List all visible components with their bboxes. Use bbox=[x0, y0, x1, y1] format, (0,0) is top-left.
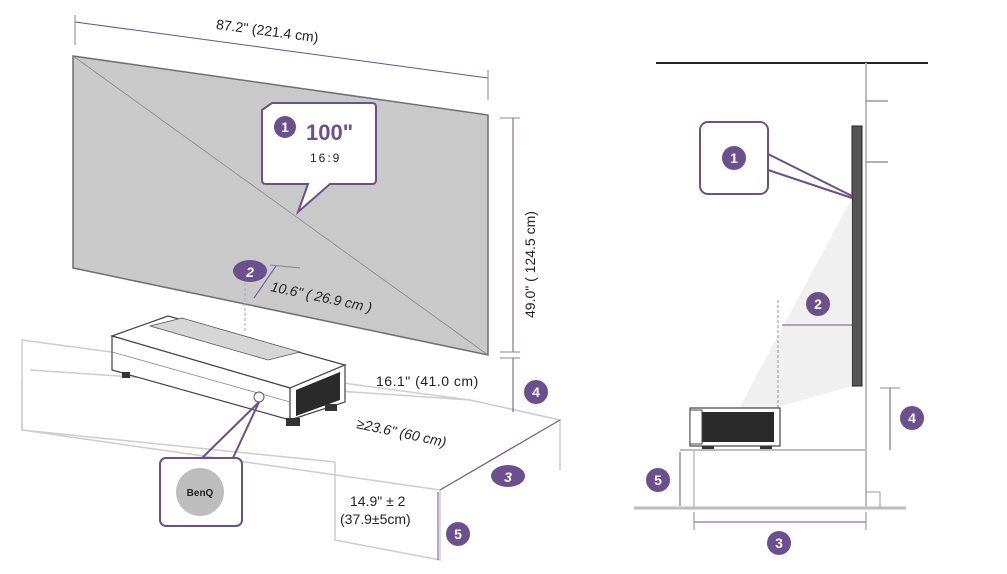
badge-2-left bbox=[233, 260, 267, 282]
depth-dimension: ≥23.6" (60 cm) 3 bbox=[355, 415, 561, 491]
height-dimension-label: 49.0" ( 124.5 cm) bbox=[522, 211, 538, 318]
badge-2-right-number: 2 bbox=[814, 296, 822, 312]
badge-1-left bbox=[274, 116, 296, 138]
badge-1-right bbox=[722, 146, 746, 170]
badge-4-right-number: 4 bbox=[908, 410, 916, 426]
brand-logo-text: BenQ bbox=[187, 488, 214, 499]
right-side-view: 1 2 4 5 3 bbox=[634, 62, 928, 555]
depth-dimension-label: ≥23.6" (60 cm) bbox=[355, 415, 448, 450]
badge-2-left-number: 2 bbox=[245, 264, 254, 280]
clearance-dimension: 16.1" (41.0 cm) 4 bbox=[376, 357, 548, 412]
badge-5-right bbox=[646, 468, 670, 492]
screen bbox=[72, 55, 489, 356]
floor-height-label-line2: (37.9±5cm) bbox=[340, 511, 411, 527]
aspect-ratio-label: 16:9 bbox=[310, 151, 341, 165]
badge-1-right-number: 1 bbox=[730, 150, 738, 166]
screen-size-callout: 1 100" 16:9 bbox=[261, 102, 377, 216]
badge-3-right-number: 3 bbox=[775, 535, 783, 551]
width-dimension-label: 87.2" (221.4 cm) bbox=[215, 16, 319, 45]
badge-5-left bbox=[446, 522, 470, 546]
badge-5-left-number: 5 bbox=[454, 526, 462, 542]
brand-logo bbox=[176, 468, 224, 516]
badge-3-left-number: 3 bbox=[504, 469, 512, 485]
badge-4-left-number: 4 bbox=[532, 384, 540, 400]
screen-size-label: 100" bbox=[306, 120, 353, 145]
badge-5-right-number: 5 bbox=[654, 472, 662, 488]
height-dimension: 49.0" ( 124.5 cm) bbox=[500, 117, 538, 353]
badge-1-left-number: 1 bbox=[281, 119, 289, 135]
badge-2-right bbox=[806, 292, 830, 316]
floor-height-label-line1: 14.9" ± 2 bbox=[350, 493, 406, 509]
projection-light bbox=[738, 198, 852, 412]
badge-3-left bbox=[491, 465, 525, 487]
projector bbox=[110, 315, 347, 426]
logo-zoom-callout: BenQ bbox=[159, 401, 260, 527]
badge-4-right bbox=[900, 406, 924, 430]
floor-height-dimension: 14.9" ± 2 (37.9±5cm) 5 bbox=[340, 492, 470, 560]
left-illustration: 87.2" (221.4 cm) 49.0" ( 124.5 cm) 1 100… bbox=[21, 15, 563, 561]
clearance-dimension-label: 16.1" (41.0 cm) bbox=[376, 373, 479, 389]
badge-3-right bbox=[767, 531, 791, 555]
badge-4-left bbox=[524, 380, 548, 404]
screen-diagonal bbox=[72, 55, 489, 356]
side-screen bbox=[851, 125, 863, 387]
side-projector bbox=[689, 407, 781, 451]
projector-logo-dot bbox=[253, 391, 265, 403]
